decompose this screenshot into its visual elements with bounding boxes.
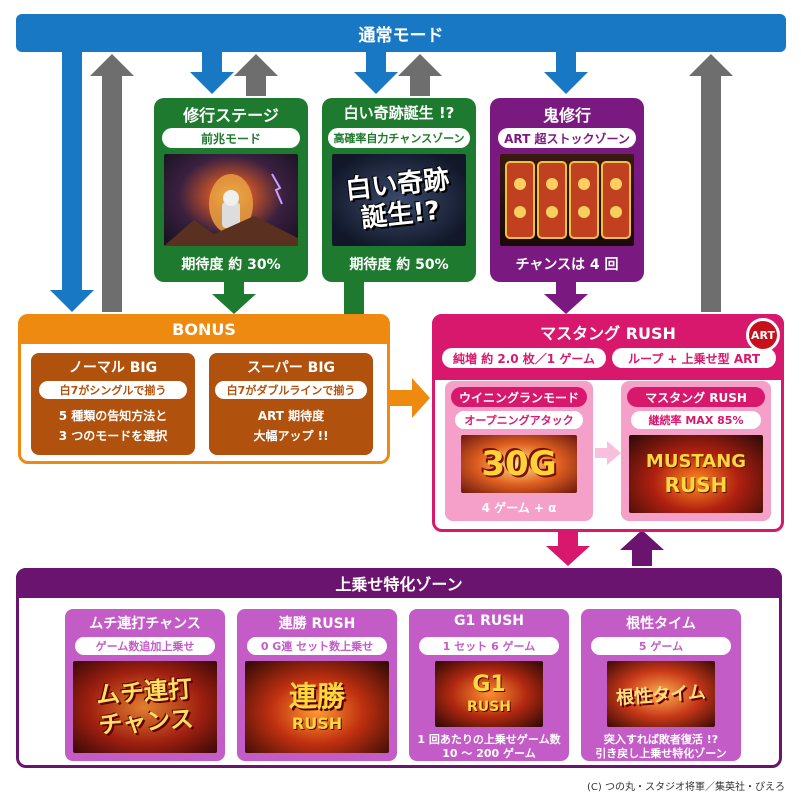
bonus-header: BONUS — [18, 314, 390, 344]
arrow-stage1-to-normal — [234, 54, 278, 96]
bonus-normal-big-title: ノーマル BIG — [68, 360, 158, 376]
bonus-super-big-title: スーパー BIG — [246, 360, 336, 376]
zone-guts-time: 根性タイム 5 ゲーム 根性タイム 突入すれば敗者復活 !? 引き戻し上乗せ特化… — [581, 609, 741, 761]
stage-training-sub: 前兆モード — [162, 128, 300, 148]
zone-whip-title: ムチ連打チャンス — [89, 616, 201, 632]
winning-run-sub: オープニングアタック — [455, 411, 583, 429]
zone-win-rush: 連勝 RUSH 0 G連 セット数上乗せ 連勝 RUSH — [237, 609, 397, 761]
arrow-bonus-to-normal — [90, 54, 134, 312]
zone-title: 上乗せ特化ゾーン — [335, 575, 463, 594]
zone-whip-screenshot: ムチ連打 チャンス — [73, 661, 217, 753]
stage-training-caption: 期待度 約 30% — [181, 257, 281, 273]
zone-whip-art: ムチ連打 チャンス — [95, 674, 195, 740]
winning-run-caption: 4 ゲーム + α — [481, 501, 557, 515]
zone-g1-art-line1: G1 — [472, 672, 506, 697]
normal-mode-bar: 通常モード — [16, 14, 786, 52]
stage-training-screenshot — [164, 154, 298, 246]
mustang-rush-mode-title: マスタング RUSH — [627, 387, 765, 407]
bonus-panel: BONUS ノーマル BIG 白7がシングルで揃う 5 種類の告知方法と 3 つ… — [18, 314, 390, 464]
mustang-rush-screenshot: MUSTANG RUSH — [629, 435, 763, 513]
mustang-rush-mode: マスタング RUSH 継続率 MAX 85% MUSTANG RUSH — [621, 381, 771, 521]
zone-g1-screenshot: G1 RUSH — [435, 661, 543, 727]
copyright: (C) つの丸・スタジオ将軍／集英社・ぴえろ — [587, 782, 785, 793]
arrow-normal-to-stage1 — [190, 52, 234, 94]
art-badge-label: ART — [751, 328, 775, 342]
stage-training: 修行ステージ 前兆モード 期待度 約 30% — [154, 98, 308, 282]
stage-white-miracle: 白い奇跡誕生 !? 高確率自力チャンスゾーン 白い奇跡 誕生!? 期待度 約 5… — [322, 98, 476, 282]
mustang-rush-mode-sub: 継続率 MAX 85% — [631, 411, 761, 429]
stage-white-miracle-title: 白い奇跡誕生 !? — [343, 104, 455, 122]
zone-win-art-line2: RUSH — [291, 714, 343, 733]
winning-run-screenshot: 30G — [461, 435, 577, 493]
stage-oni-training: 鬼修行 ART 超ストックゾーン チャンスは 4 回 — [490, 98, 644, 282]
zone-win-sub: 0 G連 セット数上乗せ — [247, 637, 387, 655]
bonus-super-big: スーパー BIG 白7がダブルラインで揃う ART 期待度 大幅アップ !! — [209, 353, 373, 455]
zone-win-art-line1: 連勝 — [288, 680, 345, 713]
zone-guts-screenshot: 根性タイム — [607, 661, 715, 727]
zone-g1-caption2: 10 〜 200 ゲーム — [442, 747, 536, 760]
stage-oni-training-screenshot — [500, 154, 634, 246]
zone-g1-rush: G1 RUSH 1 セット 6 ゲーム G1 RUSH 1 回あたりの上乗せゲー… — [409, 609, 569, 761]
zone-whip-chance: ムチ連打チャンス ゲーム数追加上乗せ ムチ連打 チャンス — [65, 609, 225, 761]
stage-white-miracle-caption: 期待度 約 50% — [349, 257, 449, 273]
zone-g1-sub: 1 セット 6 ゲーム — [419, 637, 559, 655]
bonus-normal-big-desc2: 3 つのモードを選択 — [58, 429, 168, 443]
bonus-normal-big-desc1: 5 種類の告知方法と — [58, 409, 168, 423]
stage-training-title: 修行ステージ — [183, 106, 279, 125]
bonus-super-big-sub: 白7がダブルラインで揃う — [215, 381, 367, 399]
arrow-stage3-to-rush — [544, 280, 588, 314]
rush-info-type: ループ + 上乗せ型 ART — [612, 348, 776, 368]
rush-info-rate: 純増 約 2.0 枚／1 ゲーム — [442, 348, 606, 368]
arrow-stage2-to-normal — [398, 54, 442, 96]
bonus-super-big-desc2: 大幅アップ !! — [253, 429, 329, 443]
normal-mode-title: 通常モード — [358, 25, 444, 46]
zone-header: 上乗せ特化ゾーン — [16, 568, 782, 598]
zone-g1-caption1: 1 回あたりの上乗せゲーム数 — [417, 733, 561, 746]
stage-white-miracle-sub: 高確率自力チャンスゾーン — [328, 128, 470, 148]
rush-title: マスタング RUSH — [540, 324, 676, 343]
zone-g1-art-line2: RUSH — [467, 699, 511, 715]
stage-white-miracle-art: 白い奇跡 誕生!? — [344, 164, 451, 234]
zone-win-title: 連勝 RUSH — [278, 616, 356, 632]
arrow-normal-to-stage3 — [544, 52, 588, 94]
stage-white-miracle-screenshot: 白い奇跡 誕生!? — [332, 154, 466, 246]
bonus-normal-big-sub: 白7がシングルで揃う — [39, 381, 187, 399]
zone-guts-title: 根性タイム — [626, 616, 696, 632]
zone-g1-title: G1 RUSH — [453, 613, 525, 629]
mustang-rush-panel: マスタング RUSH 純増 約 2.0 枚／1 ゲーム ループ + 上乗せ型 A… — [432, 314, 784, 532]
arrow-normal-to-bonus — [50, 52, 94, 312]
bonus-title: BONUS — [172, 319, 236, 339]
zone-guts-sub: 5 ゲーム — [591, 637, 731, 655]
arrow-rush-to-zone — [546, 530, 590, 566]
rush-header: マスタング RUSH 純増 約 2.0 枚／1 ゲーム ループ + 上乗せ型 A… — [432, 314, 784, 380]
arrow-stage1-to-bonus — [212, 280, 256, 314]
stage-oni-training-sub: ART 超ストックゾーン — [498, 128, 636, 148]
zone-whip-sub: ゲーム数追加上乗せ — [75, 637, 215, 655]
arrow-bonus-to-rush — [388, 378, 430, 418]
bonus-super-big-desc1: ART 期待度 — [257, 409, 325, 423]
zone-guts-caption2: 引き戻し上乗せ特化ゾーン — [595, 747, 727, 760]
bonus-normal-big: ノーマル BIG 白7がシングルで揃う 5 種類の告知方法と 3 つのモードを選… — [31, 353, 195, 455]
stage-oni-training-title: 鬼修行 — [542, 106, 591, 125]
stage-oni-training-caption: チャンスは 4 回 — [515, 257, 619, 273]
zone-guts-caption1: 突入すれば敗者復活 !? — [603, 733, 719, 746]
winning-run-art: 30G — [481, 444, 557, 484]
uppage-zone-panel: 上乗せ特化ゾーン ムチ連打チャンス ゲーム数追加上乗せ ムチ連打 チャンス 連勝… — [16, 568, 782, 768]
mustang-art-line2: RUSH — [664, 473, 728, 497]
zone-guts-art: 根性タイム — [615, 681, 707, 710]
art-badge: ART — [746, 318, 780, 352]
zone-win-screenshot: 連勝 RUSH — [245, 661, 389, 753]
winning-run-title: ウイニングランモード — [451, 387, 587, 407]
arrow-normal-to-stage2 — [354, 52, 398, 94]
winning-run-mode: ウイニングランモード オープニングアタック 30G 4 ゲーム + α — [445, 381, 593, 521]
mustang-art-line1: MUSTANG — [645, 451, 747, 472]
arrow-rush-to-normal — [689, 54, 733, 312]
arrow-zone-to-rush — [620, 530, 664, 566]
arrow-winning-to-mustang — [595, 441, 621, 465]
